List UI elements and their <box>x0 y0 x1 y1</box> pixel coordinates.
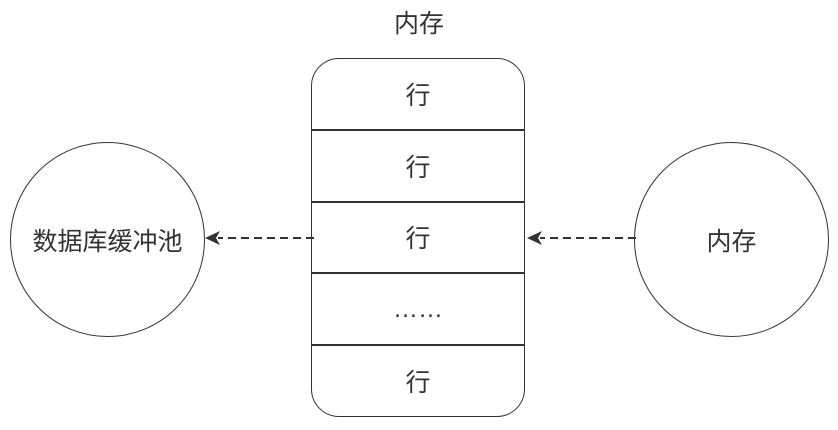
arrow-memory-to-block <box>527 231 636 245</box>
memory-block: 行 行 行 …… 行 <box>311 58 525 417</box>
memory-row-2-label: 行 <box>405 153 431 182</box>
memory-node-label: 内存 <box>706 227 757 256</box>
left-arrowhead-icon <box>527 231 542 245</box>
memory-row-2: 行 <box>312 128 524 201</box>
memory-row-1: 行 <box>312 59 524 129</box>
memory-row-3-label: 行 <box>405 225 431 254</box>
memory-row-1-label: 行 <box>405 81 431 110</box>
memory-row-3: 行 <box>312 200 524 273</box>
memory-row-ellipsis-label: …… <box>393 294 443 323</box>
memory-row-ellipsis: …… <box>312 272 524 344</box>
memory-block-title: 内存 <box>393 10 444 38</box>
buffer-pool-node: 数据库缓冲池 <box>10 142 205 337</box>
memory-row-5: 行 <box>312 344 524 416</box>
buffer-pool-node-label: 数据库缓冲池 <box>32 227 183 256</box>
left-arrowhead-icon <box>205 231 220 245</box>
memory-node: 内存 <box>634 142 829 337</box>
arrow-block-to-buffer-pool <box>205 231 314 245</box>
memory-row-5-label: 行 <box>405 369 431 398</box>
